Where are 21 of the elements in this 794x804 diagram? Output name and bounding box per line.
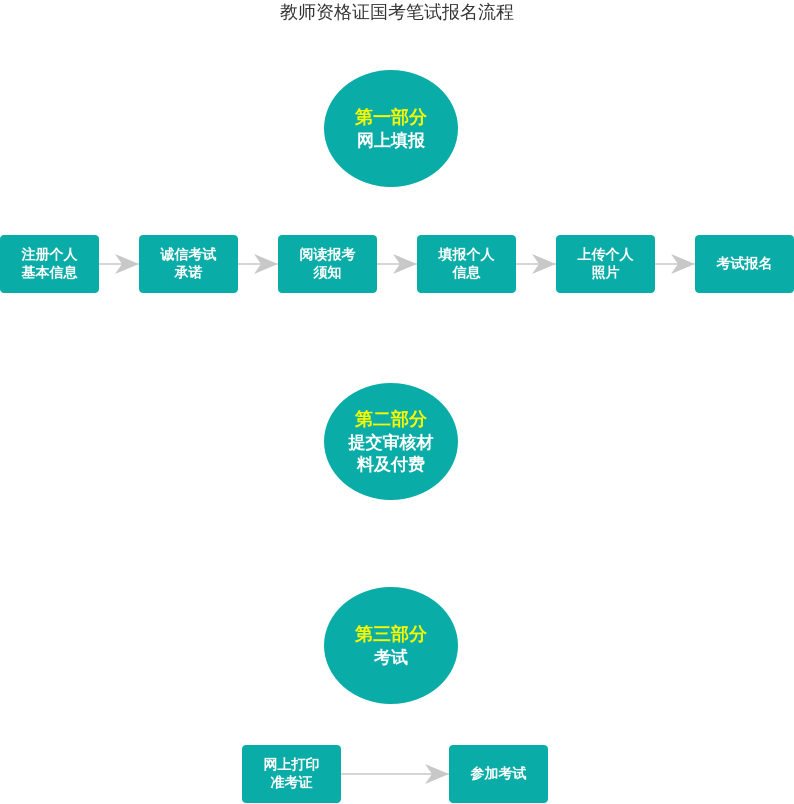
step-box: 阅读报考须知 xyxy=(278,235,377,293)
step-box: 网上打印准考证 xyxy=(242,745,341,803)
chevron-arrow xyxy=(238,254,278,274)
step-box: 考试报名 xyxy=(695,235,794,293)
part-title: 提交审核材料及付费 xyxy=(347,432,434,476)
part-title: 考试 xyxy=(373,646,409,668)
part-heading: 第三部分 xyxy=(355,622,427,646)
chevron-arrow xyxy=(377,254,417,274)
part-title: 网上填报 xyxy=(356,130,426,152)
diagram-title: 教师资格证国考笔试报名流程 xyxy=(280,1,514,24)
step-box: 注册个人基本信息 xyxy=(0,235,99,293)
part-heading: 第二部分 xyxy=(355,408,427,432)
chevron-arrow xyxy=(655,254,695,274)
step-box: 上传个人照片 xyxy=(556,235,655,293)
part-heading: 第一部分 xyxy=(355,106,427,130)
step-box: 诚信考试承诺 xyxy=(139,235,238,293)
chevron-arrow xyxy=(516,254,556,274)
chevron-arrow xyxy=(341,764,449,784)
step-box: 参加考试 xyxy=(449,745,548,803)
chevron-arrow xyxy=(99,254,139,274)
step-box: 填报个人信息 xyxy=(417,235,516,293)
